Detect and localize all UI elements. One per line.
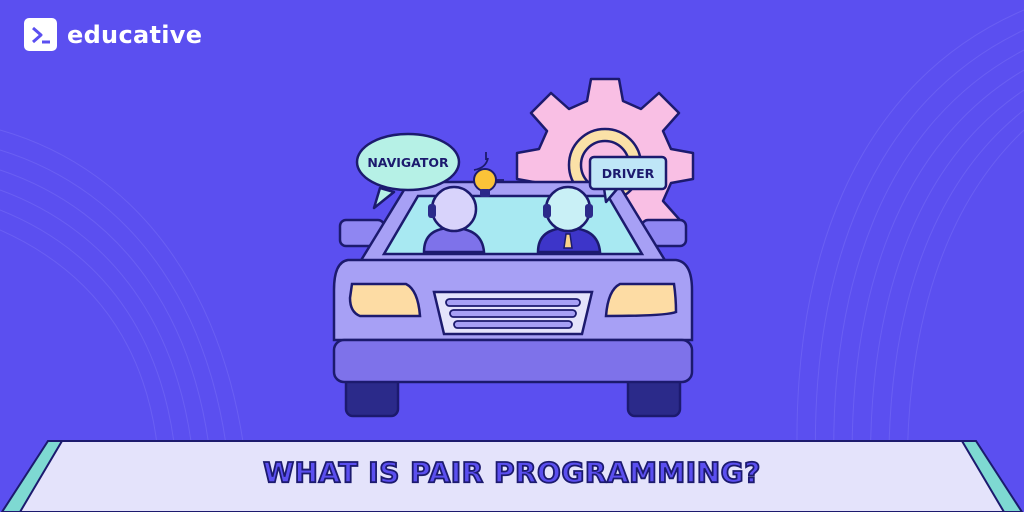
navigator-speech-bubble: NAVIGATOR: [355, 132, 461, 210]
navigator-label: NAVIGATOR: [367, 155, 449, 170]
navigator-person: [422, 185, 486, 254]
car-bumper: [332, 338, 694, 384]
headset-icon: [428, 204, 436, 218]
driver-speech-bubble: DRIVER: [588, 155, 668, 204]
brand-name: educative: [67, 20, 203, 49]
page-title: WHAT IS PAIR PROGRAMMING?: [262, 455, 761, 490]
driver-label: DRIVER: [602, 166, 655, 181]
windshield: [381, 194, 645, 256]
brand-logo[interactable]: educative: [24, 18, 202, 51]
lightbulb-icon: [464, 152, 504, 197]
car-grille: [432, 290, 594, 336]
title-banner: [0, 440, 1024, 512]
headlight-right: [604, 282, 678, 318]
terminal-prompt-icon: [24, 18, 57, 51]
driver-person: [536, 185, 602, 254]
headlight-left: [348, 282, 422, 318]
